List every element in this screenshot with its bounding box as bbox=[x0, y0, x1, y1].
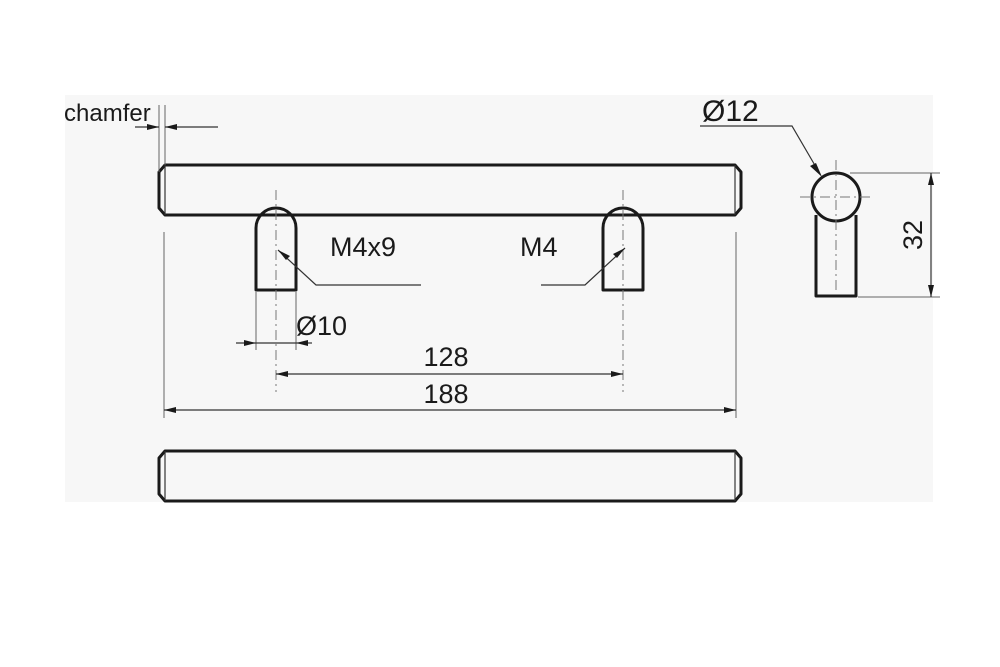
left-leg-outline bbox=[254, 206, 298, 292]
thread-left-arrowhead bbox=[278, 250, 290, 260]
front-view: M4x9 M4 chamfer Ø10 128 188 bbox=[64, 100, 743, 418]
thread-right-label: M4 bbox=[520, 232, 558, 262]
hole-spacing-label: 128 bbox=[423, 342, 468, 372]
side-leg-outline bbox=[814, 215, 858, 298]
bottom-view bbox=[157, 449, 743, 503]
side-view: Ø12 32 bbox=[700, 95, 940, 298]
bar-diameter-label: Ø12 bbox=[702, 95, 759, 128]
overall-length-label: 188 bbox=[423, 379, 468, 409]
height-label: 32 bbox=[898, 220, 928, 250]
thread-right-leader bbox=[541, 247, 626, 286]
bar-diameter-leader bbox=[700, 125, 821, 175]
drawing-panel bbox=[65, 95, 933, 502]
thread-left-leader bbox=[277, 249, 421, 286]
right-leg-outline bbox=[601, 206, 645, 292]
thread-right-arrowhead bbox=[613, 248, 625, 258]
leg-diameter-label: Ø10 bbox=[296, 311, 347, 341]
bar-diameter-arrowhead bbox=[810, 163, 822, 177]
chamfer-label: chamfer bbox=[64, 100, 151, 127]
thread-left-label: M4x9 bbox=[330, 232, 396, 262]
